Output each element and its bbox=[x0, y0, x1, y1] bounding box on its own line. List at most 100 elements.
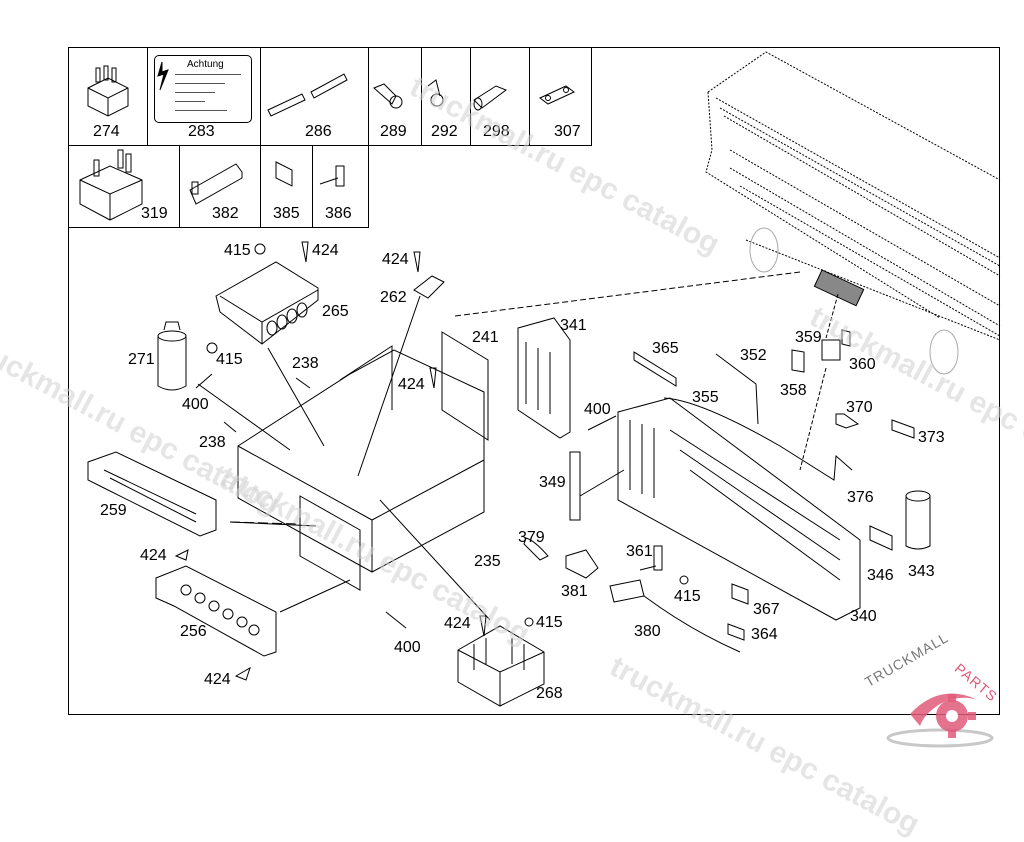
parts-diagram: 274 283 286 289 292 298 307 319 382 385 … bbox=[0, 47, 1024, 841]
capacitor-271 bbox=[157, 321, 187, 391]
callout-235[interactable]: 235 bbox=[474, 553, 501, 570]
callout-361[interactable]: 361 bbox=[626, 543, 653, 560]
screw-424 bbox=[429, 367, 437, 389]
fuse-holder-icon bbox=[189, 163, 243, 205]
callout-238[interactable]: 238 bbox=[199, 434, 226, 451]
callout-349[interactable]: 349 bbox=[539, 474, 566, 491]
callout-415[interactable]: 415 bbox=[674, 588, 701, 605]
callout-271[interactable]: 271 bbox=[128, 351, 155, 368]
cable-352 bbox=[715, 353, 759, 425]
callout-358[interactable]: 358 bbox=[780, 382, 807, 399]
callout-415[interactable]: 415 bbox=[536, 614, 563, 631]
screw-424 bbox=[479, 615, 487, 637]
bracket-361 bbox=[639, 545, 663, 571]
large-relay-icon bbox=[79, 149, 143, 221]
connector-379 bbox=[523, 537, 549, 561]
flat-lug-icon bbox=[539, 85, 575, 105]
cover-358 bbox=[791, 349, 805, 373]
callout-400[interactable]: 400 bbox=[394, 639, 421, 656]
callout-379[interactable]: 379 bbox=[518, 529, 545, 546]
warning-text-line bbox=[175, 74, 241, 75]
terminal-strip-349 bbox=[569, 451, 581, 521]
socket-panel-256 bbox=[155, 565, 277, 657]
callout-352[interactable]: 352 bbox=[740, 347, 767, 364]
callout-367[interactable]: 367 bbox=[753, 601, 780, 618]
callout-259[interactable]: 259 bbox=[100, 502, 127, 519]
bus-electrical-panel bbox=[813, 269, 865, 307]
callout-415[interactable]: 415 bbox=[224, 242, 251, 259]
callout-359[interactable]: 359 bbox=[795, 329, 822, 346]
callout-376[interactable]: 376 bbox=[847, 489, 874, 506]
callout-256[interactable]: 256 bbox=[180, 623, 207, 640]
lightning-icon bbox=[157, 61, 169, 91]
leader-line bbox=[197, 295, 491, 621]
callout-424[interactable]: 424 bbox=[312, 242, 339, 259]
bracket-262 bbox=[413, 275, 445, 299]
warning-text-line bbox=[175, 83, 225, 84]
part-cell-307[interactable]: 307 bbox=[529, 47, 592, 146]
callout-268[interactable]: 268 bbox=[536, 685, 563, 702]
capacitor-top bbox=[905, 490, 931, 502]
truckmall-parts-logo: TRUCKMALL PARTS bbox=[860, 629, 1020, 750]
callout-380[interactable]: 380 bbox=[634, 623, 661, 640]
nut-415 bbox=[524, 617, 534, 627]
callout-424[interactable]: 424 bbox=[382, 251, 409, 268]
callout-365[interactable]: 365 bbox=[652, 340, 679, 357]
part-number: 307 bbox=[554, 123, 581, 140]
pin-bracket-icon bbox=[319, 165, 345, 187]
screw-424 bbox=[413, 251, 421, 273]
bolt-400 bbox=[385, 611, 407, 629]
warning-text-line bbox=[175, 101, 205, 102]
fuse-holder-268 bbox=[457, 625, 545, 707]
callout-346[interactable]: 346 bbox=[867, 567, 894, 584]
callout-355[interactable]: 355 bbox=[692, 389, 719, 406]
bus-wheel bbox=[929, 329, 959, 375]
callout-364[interactable]: 364 bbox=[751, 626, 778, 643]
screw-424 bbox=[301, 241, 309, 263]
callout-424[interactable]: 424 bbox=[140, 547, 167, 564]
strap-365 bbox=[633, 351, 677, 387]
leader-line bbox=[799, 293, 839, 471]
relay-icon bbox=[87, 65, 129, 117]
leader-line bbox=[454, 271, 801, 317]
front-panel-259 bbox=[87, 451, 217, 537]
callout-373[interactable]: 373 bbox=[918, 429, 945, 446]
bolt-400 bbox=[587, 415, 617, 431]
callout-370[interactable]: 370 bbox=[846, 399, 873, 416]
plate-373 bbox=[891, 419, 915, 439]
relay-359 bbox=[821, 339, 841, 361]
connector-housing-381 bbox=[565, 549, 599, 579]
callout-424[interactable]: 424 bbox=[398, 376, 425, 393]
callout-262[interactable]: 262 bbox=[380, 289, 407, 306]
callout-360[interactable]: 360 bbox=[849, 356, 876, 373]
callout-265[interactable]: 265 bbox=[322, 303, 349, 320]
callout-415[interactable]: 415 bbox=[216, 351, 243, 368]
callout-424[interactable]: 424 bbox=[204, 671, 231, 688]
bracket-364 bbox=[727, 623, 745, 641]
callout-340[interactable]: 340 bbox=[850, 608, 877, 625]
callout-424[interactable]: 424 bbox=[444, 615, 471, 632]
callout-238[interactable]: 238 bbox=[292, 355, 319, 372]
part-number: 385 bbox=[273, 205, 300, 222]
bracket-370 bbox=[835, 413, 860, 429]
gear-logo-icon bbox=[886, 693, 994, 748]
leader-line bbox=[229, 521, 301, 525]
housing-235 bbox=[237, 331, 489, 591]
ring-terminal-icon bbox=[373, 83, 403, 109]
callout-343[interactable]: 343 bbox=[908, 563, 935, 580]
part-number: 292 bbox=[431, 123, 458, 140]
part-number: 274 bbox=[93, 123, 120, 140]
nut-415 bbox=[254, 243, 266, 255]
part-cell-286[interactable]: 286 bbox=[260, 47, 369, 146]
part-cell-382[interactable]: 382 bbox=[179, 145, 261, 228]
part-number: 319 bbox=[141, 205, 168, 222]
callout-241[interactable]: 241 bbox=[472, 329, 499, 346]
callout-341[interactable]: 341 bbox=[560, 317, 587, 334]
callout-400[interactable]: 400 bbox=[584, 401, 611, 418]
relay-box bbox=[215, 261, 319, 345]
callout-381[interactable]: 381 bbox=[561, 583, 588, 600]
callout-400[interactable]: 400 bbox=[182, 396, 209, 413]
part-cell-385[interactable]: 385 bbox=[260, 145, 313, 228]
connector-sleeve-icon bbox=[267, 73, 348, 117]
central-electrical-board-340 bbox=[617, 397, 861, 621]
